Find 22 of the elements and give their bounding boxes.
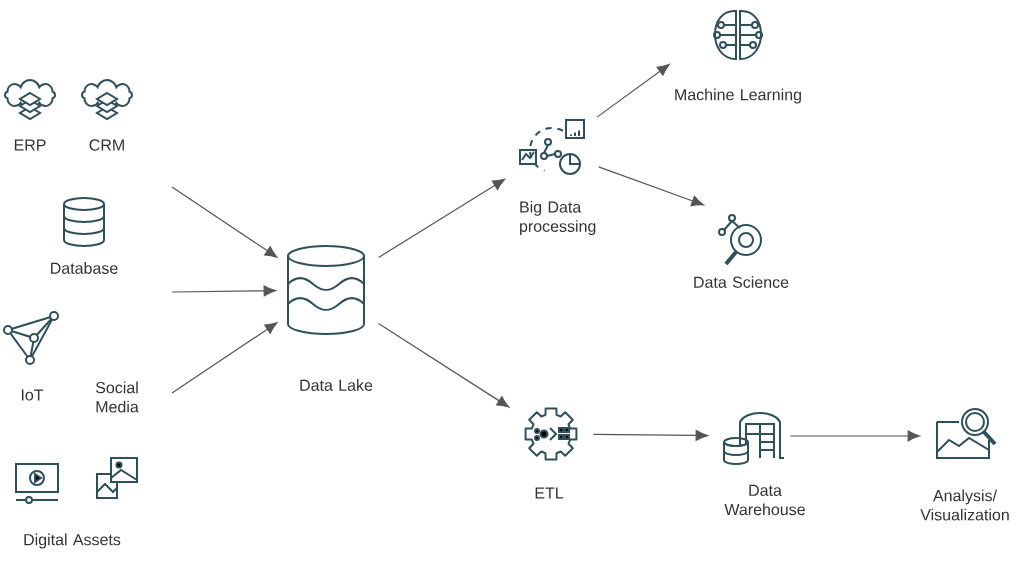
icon-caption: Machine Learning bbox=[675, 88, 801, 104]
icon-caption: Big Data processing bbox=[520, 200, 596, 236]
icon-caption: Data Science bbox=[694, 276, 789, 288]
icon-caption: Analysis/ Visualization bbox=[920, 489, 1009, 521]
arrow bbox=[598, 166, 704, 207]
icon-caption: Data Lake bbox=[300, 379, 373, 391]
icon-caption: Data Warehouse bbox=[724, 484, 805, 516]
icon-caption: ETL bbox=[535, 487, 564, 499]
icon-caption: IoT bbox=[21, 389, 44, 401]
arrow bbox=[171, 186, 278, 258]
arrow bbox=[171, 285, 277, 297]
arrow bbox=[592, 430, 708, 441]
icon-caption: Digital Assets bbox=[24, 533, 121, 549]
icon-caption: ERP bbox=[14, 139, 46, 151]
arrow bbox=[378, 178, 506, 259]
arrow bbox=[171, 322, 278, 394]
arrow bbox=[377, 323, 510, 408]
arrow bbox=[789, 430, 920, 442]
icon-caption: Social Media bbox=[95, 381, 139, 413]
arrow bbox=[596, 64, 670, 118]
icon-caption: CRM bbox=[89, 139, 124, 151]
icon-caption: Database bbox=[51, 262, 118, 274]
